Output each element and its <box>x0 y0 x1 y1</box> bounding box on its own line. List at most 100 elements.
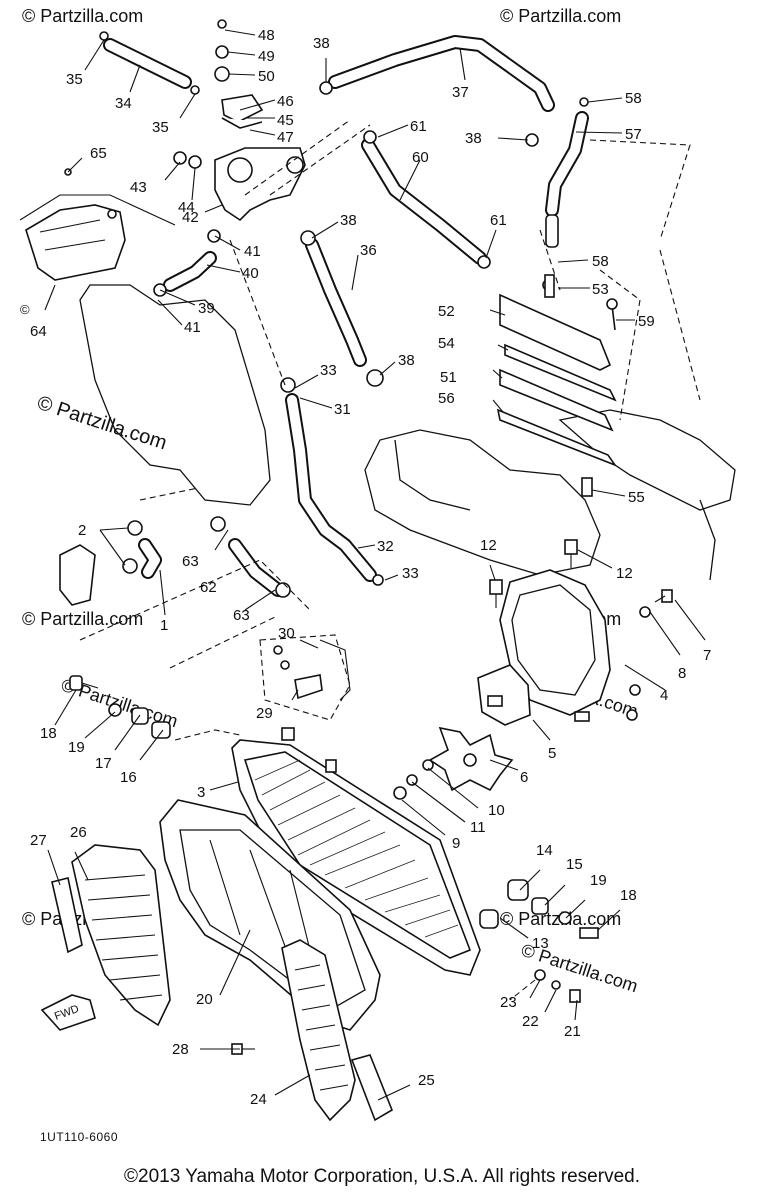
callout-60: 60 <box>412 149 429 166</box>
callout-20: 20 <box>196 991 213 1008</box>
watermark-dark: © Partzilla.com <box>34 392 169 455</box>
part-25-plate <box>350 1054 393 1122</box>
part-34-hose <box>99 31 200 95</box>
callout-63-b: 63 <box>233 607 250 624</box>
callout-45: 45 <box>277 112 294 129</box>
assembly-lines <box>79 119 701 1001</box>
callout-18-b: 18 <box>620 887 637 904</box>
callout-23: 23 <box>500 994 517 1011</box>
callout-13: 13 <box>532 935 549 952</box>
part-40-hose <box>153 229 221 297</box>
callout-18: 18 <box>40 725 57 742</box>
copyright-footer: ©2013 Yamaha Motor Corporation, U.S.A. A… <box>124 1166 640 1187</box>
callout-2: 2 <box>78 522 86 539</box>
dash-group <box>19 194 176 226</box>
callout-3: 3 <box>197 784 205 801</box>
callout-61-b: 61 <box>490 212 507 229</box>
callout-9: 9 <box>452 835 460 852</box>
callout-21: 21 <box>564 1023 581 1040</box>
callout-38: 38 <box>313 35 330 52</box>
callout-33: 33 <box>320 362 337 379</box>
part-37-hose <box>319 35 555 112</box>
callout-25: 25 <box>418 1072 435 1089</box>
part-10-washer <box>422 759 434 771</box>
callout-62: 62 <box>200 579 217 596</box>
callout-48: 48 <box>258 27 275 44</box>
callout-19: 19 <box>68 739 85 756</box>
callout-44: 44 <box>178 199 195 216</box>
part-52-water-jacket-cover <box>496 274 618 497</box>
callout-64: 64 <box>30 323 47 340</box>
leader-lines <box>44 29 706 1101</box>
fwd-arrow: FWD <box>40 994 96 1031</box>
callout-14: 14 <box>536 842 553 859</box>
part-36-hose <box>300 230 367 367</box>
side-copyright-mark: © <box>20 302 30 317</box>
callout-26: 26 <box>70 824 87 841</box>
callout-38-d: 38 <box>398 352 415 369</box>
callout-11: 11 <box>470 819 486 836</box>
callout-35: 35 <box>66 71 83 88</box>
part-31-hose <box>280 369 384 586</box>
callout-43: 43 <box>130 179 147 196</box>
callout-37: 37 <box>452 84 469 101</box>
drawing-code: 1UT110-6060 <box>40 1130 118 1144</box>
callout-31: 31 <box>334 401 351 418</box>
callout-39: 39 <box>198 300 215 317</box>
engine-outline <box>79 284 736 581</box>
callout-46: 46 <box>277 93 294 110</box>
callout-49: 49 <box>258 48 275 65</box>
callout-29: 29 <box>256 705 273 722</box>
part-7-bolt <box>639 589 673 618</box>
callout-59: 59 <box>638 313 655 330</box>
watermark: © Partzilla.com <box>22 6 143 26</box>
callout-53: 53 <box>592 281 609 298</box>
callout-41: 41 <box>244 243 261 260</box>
part-27-plate <box>51 877 83 954</box>
callout-7: 7 <box>703 647 711 664</box>
callout-17: 17 <box>95 755 112 772</box>
callout-16: 16 <box>120 769 137 786</box>
part-64-cover <box>25 204 126 281</box>
callout-41-b: 41 <box>184 319 201 336</box>
callout-27: 27 <box>30 832 47 849</box>
callout-labels: 1 2 3 4 5 6 7 8 9 10 11 12 12 13 14 15 1… <box>30 27 711 1108</box>
part-57-hose <box>525 97 589 248</box>
callout-47: 47 <box>277 129 294 146</box>
callout-51: 51 <box>440 369 457 386</box>
callout-42: 42 <box>182 209 199 226</box>
callout-22: 22 <box>522 1013 539 1030</box>
callout-30: 30 <box>278 625 295 642</box>
callout-12: 12 <box>480 537 497 554</box>
part-1-hose <box>59 520 162 606</box>
callout-28: 28 <box>172 1041 189 1058</box>
callout-65: 65 <box>90 145 107 162</box>
watermark: © Partzilla.com <box>22 609 143 629</box>
part-5-fan-motor <box>477 664 531 726</box>
part-62-hose <box>210 516 291 598</box>
callout-38-c: 38 <box>340 212 357 229</box>
callout-36: 36 <box>360 242 377 259</box>
part-11-washer <box>406 774 418 786</box>
callout-58: 58 <box>625 90 642 107</box>
callout-6: 6 <box>520 769 528 786</box>
callout-33-b: 33 <box>402 565 419 582</box>
callout-12-b: 12 <box>616 565 633 582</box>
part-29-thermo-switch <box>273 639 351 701</box>
part-6-fan-blade <box>428 726 514 792</box>
callout-1: 1 <box>160 617 168 634</box>
callout-32: 32 <box>377 538 394 555</box>
callout-34: 34 <box>115 95 132 112</box>
callout-24: 24 <box>250 1091 267 1108</box>
callout-55: 55 <box>628 489 645 506</box>
part-12-bolt <box>489 539 578 608</box>
callout-40: 40 <box>242 265 259 282</box>
part-9-nut <box>393 786 407 800</box>
callout-10: 10 <box>488 802 505 819</box>
callout-52: 52 <box>438 303 455 320</box>
callout-56: 56 <box>438 390 455 407</box>
callout-57: 57 <box>625 126 642 143</box>
dash-group <box>259 634 351 721</box>
part-26-radiator-cover <box>71 844 171 1027</box>
